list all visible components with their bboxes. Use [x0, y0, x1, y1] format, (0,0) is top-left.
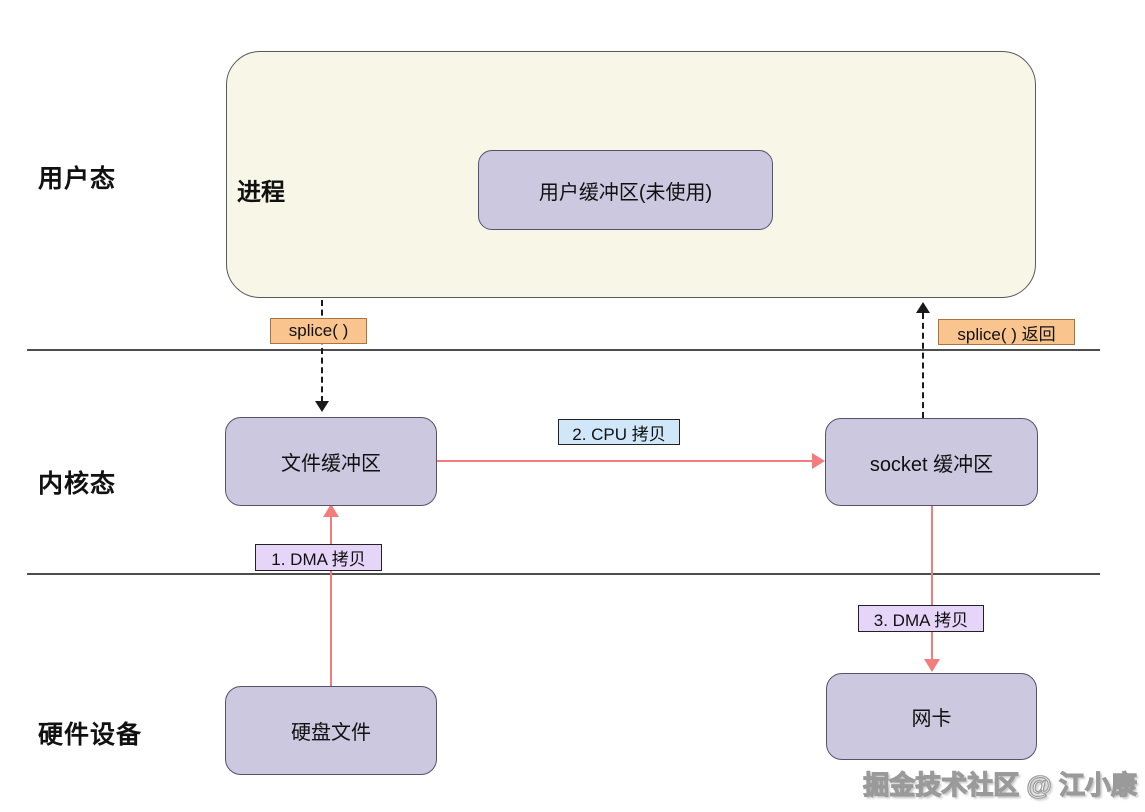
watermark-text: 掘金技术社区 @ 江小康	[863, 769, 1138, 800]
user-buffer-box: 用户缓冲区(未使用)	[478, 150, 773, 230]
cpu-copy-arrowhead-icon	[812, 453, 825, 469]
splice-return-arrow-line	[922, 313, 924, 418]
file-buffer-box: 文件缓冲区	[225, 417, 437, 506]
kernel-hardware-divider-line	[27, 573, 1100, 575]
process-label: 进程	[237, 179, 285, 206]
splice-call-arrowhead-icon	[315, 401, 329, 412]
cpu-copy-label: 2. CPU 拷贝	[558, 419, 680, 445]
nic-box: 网卡	[826, 673, 1037, 760]
dma-copy-3-arrow-line	[931, 506, 933, 661]
layer-label-hardware: 硬件设备	[38, 721, 143, 749]
splice-call-arrow-line	[321, 300, 323, 402]
splice-call-label: splice( )	[270, 318, 367, 344]
dma-copy-1-arrowhead-icon	[323, 504, 339, 517]
dma-copy-3-label: 3. DMA 拷贝	[858, 605, 984, 632]
splice-return-arrowhead-icon	[916, 302, 930, 313]
splice-return-label: splice( ) 返回	[938, 319, 1075, 345]
socket-buffer-box: socket 缓冲区	[825, 418, 1038, 506]
user-kernel-divider-line	[27, 349, 1100, 351]
dma-copy-3-arrowhead-icon	[924, 659, 940, 672]
dma-copy-1-label: 1. DMA 拷贝	[255, 544, 382, 571]
cpu-copy-arrow-line	[437, 460, 815, 462]
layer-label-user-mode: 用户态	[38, 165, 117, 193]
layer-label-kernel-mode: 内核态	[38, 470, 117, 498]
disk-file-box: 硬盘文件	[225, 686, 437, 775]
dma-copy-1-arrow-line	[330, 516, 332, 686]
